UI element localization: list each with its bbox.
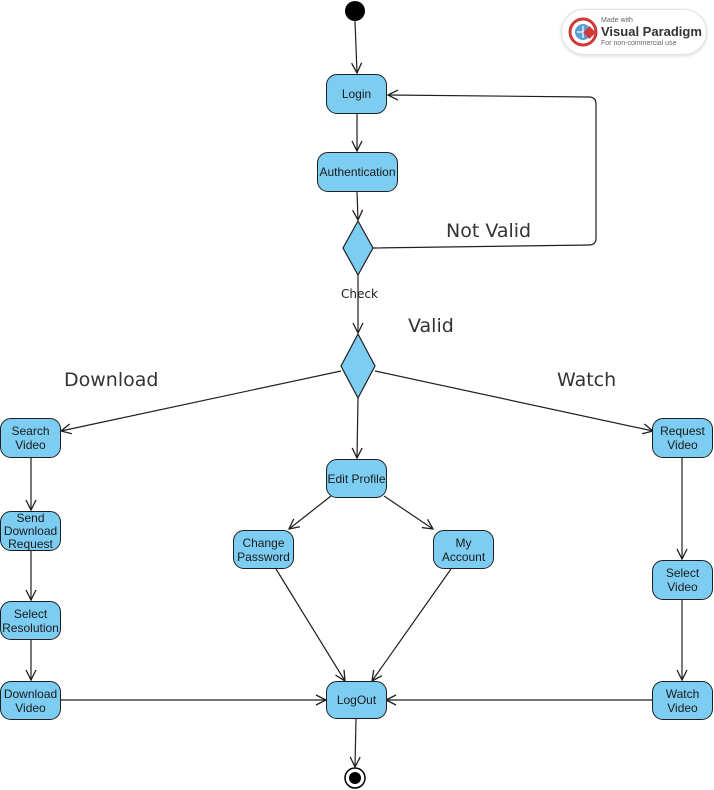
node-authentication: Authentication [317,152,398,192]
edge-valid-edit-profile [357,397,358,458]
node-login: Login [326,74,387,114]
node-request-video-label: Request Video [660,424,705,452]
visual-paradigm-logo-icon [568,17,598,47]
edge-valid-request [374,370,653,431]
label-not-valid: Not Valid [446,220,532,242]
node-select-video-label: Select Video [665,566,700,594]
node-request-video: Request Video [652,418,713,458]
node-change-password-label: Change Password [237,535,290,564]
label-watch: Watch [557,369,617,391]
label-valid: Valid [408,315,454,337]
edge-edit-change-password [289,495,332,529]
edge-logout-final [355,718,356,767]
node-logout: LogOut [326,681,387,719]
node-my-account-label: My Account [441,535,486,564]
node-my-account: My Account [433,530,494,569]
edge-valid-search [61,370,342,431]
node-send-download-request: Send Download Request [0,511,61,551]
initial-node [345,1,365,21]
node-select-video: Select Video [652,560,713,600]
edge-authentication-check [357,191,358,220]
node-watch-video: Watch Video [652,681,713,720]
node-login-label: Login [341,87,372,101]
node-logout-label: LogOut [336,693,377,707]
edge-my-account-logout [372,568,452,681]
visual-paradigm-watermark: Made with Visual Paradigm For non-commer… [561,9,707,55]
final-node-inner [349,772,361,784]
watermark-brand: Visual Paradigm [601,24,702,39]
edge-change-password-logout [275,568,345,681]
edge-start-login [355,20,357,73]
label-download: Download [64,369,159,391]
label-check: Check [341,287,378,301]
decision-valid-branch [340,332,376,400]
node-download-video-label: Download Video [3,686,58,715]
watermark-made-with: Made with [601,17,633,24]
node-authentication-label: Authentication [319,165,396,179]
node-send-download-request-label: Send Download Request [3,510,58,551]
node-search-video-label: Search Video [11,424,50,452]
node-download-video: Download Video [0,681,61,720]
node-change-password: Change Password [233,530,294,569]
node-select-resolution: Select Resolution [0,601,61,640]
node-watch-video-label: Watch Video [665,686,700,715]
decision-check [342,219,374,277]
node-select-resolution-label: Select Resolution [2,606,59,635]
edge-not-valid-loop [372,95,597,249]
node-search-video: Search Video [0,418,61,458]
node-edit-profile-label: Edit Profile [327,471,386,486]
node-edit-profile: Edit Profile [326,459,387,498]
edge-edit-my-account [383,495,433,529]
watermark-note: For non-commercial use [601,40,677,47]
